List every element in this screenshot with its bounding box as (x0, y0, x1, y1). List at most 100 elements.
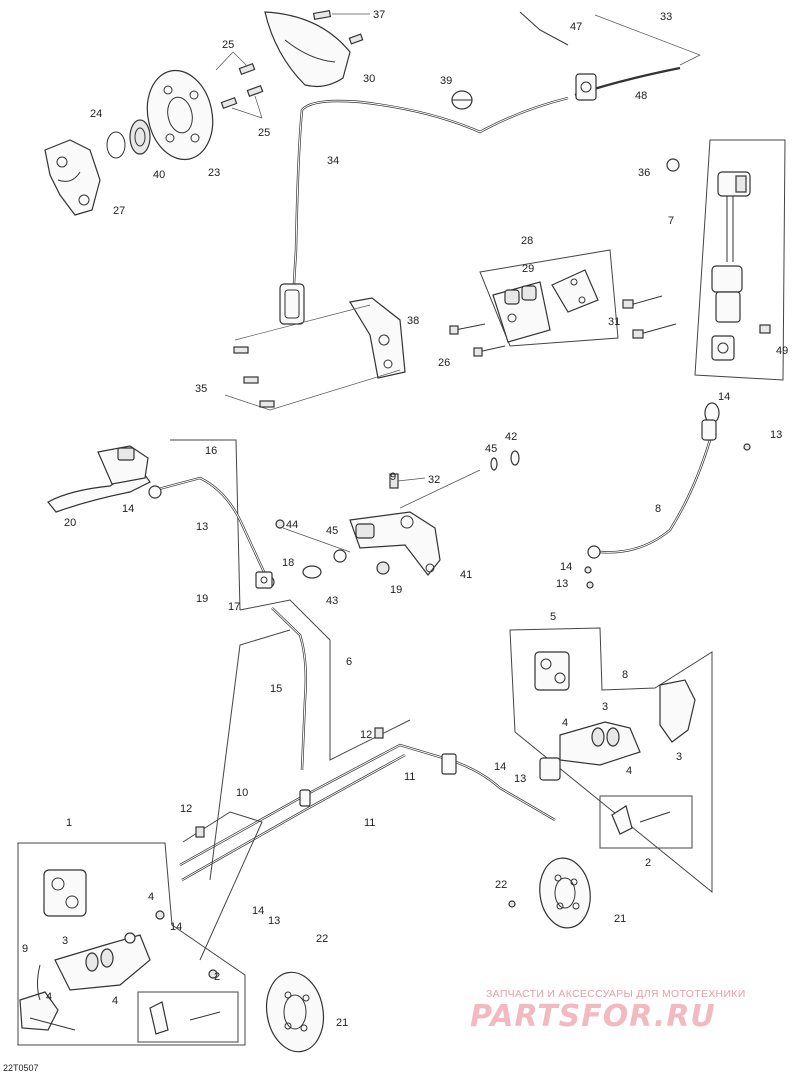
callout-19: 19 (390, 584, 402, 596)
callout-4: 4 (562, 717, 568, 729)
callout-23: 23 (208, 167, 220, 179)
line-frame-6 (239, 599, 411, 761)
callout-21: 21 (614, 913, 626, 925)
callout-35: 35 (195, 383, 207, 395)
brake-line-15-6 (271, 607, 307, 771)
callout-3: 3 (602, 701, 608, 713)
callout-4: 4 (112, 995, 118, 1007)
hose-fitting-48 (574, 66, 681, 101)
callout-45: 45 (326, 525, 338, 537)
cap-36 (666, 158, 680, 172)
callout-17: 17 (228, 601, 240, 613)
hub-disc-23 (146, 69, 214, 161)
bolts-31 (622, 295, 677, 339)
caliper-body-3 (539, 679, 696, 781)
bearing-40 (129, 119, 151, 155)
hose-9 (37, 964, 41, 1001)
callout-5: 5 (550, 611, 556, 623)
callout-4: 4 (148, 891, 154, 903)
leader-33 (594, 14, 701, 66)
callout-7: 7 (668, 215, 674, 227)
callout-25: 25 (222, 39, 234, 51)
seal-44-45 (275, 519, 390, 579)
callout-8: 8 (622, 669, 628, 681)
bolt-37 (312, 9, 370, 21)
callout-18: 18 (282, 557, 294, 569)
callout-19: 19 (196, 593, 208, 605)
callout-9: 9 (390, 471, 396, 483)
screws-35 (224, 304, 401, 411)
callout-13: 13 (514, 773, 526, 785)
callout-11: 11 (404, 771, 415, 783)
callout-14: 14 (122, 503, 134, 515)
callout-4: 4 (46, 991, 52, 1003)
brake-disc-21-left (265, 971, 325, 1053)
o-ring-24 (106, 131, 126, 159)
pads-frame-2-left (137, 991, 239, 1043)
bolt-49 (759, 324, 771, 334)
diagram-reference-code: 22T0507 (3, 1063, 39, 1073)
brake-hose-8 (584, 402, 751, 589)
callout-26: 26 (438, 357, 450, 369)
line-frame-10 (182, 629, 291, 961)
pads-29 (551, 269, 599, 313)
callout-32: 32 (428, 474, 440, 486)
line-47 (519, 11, 569, 46)
brake-line-10-11 (179, 743, 556, 882)
junction-17-18 (255, 571, 273, 589)
caliper-bracket-27 (44, 139, 101, 216)
callout-38: 38 (407, 315, 419, 327)
master-cylinder-body (711, 265, 743, 361)
callout-12: 12 (360, 729, 372, 741)
callout-13: 13 (268, 915, 280, 927)
caliper-body-left (19, 910, 218, 1031)
master-cylinder-frame (694, 139, 786, 381)
watermark-tagline: ЗАПЧАСТИ И АКСЕССУАРЫ ДЛЯ МОТОТЕХНИКИ (486, 988, 746, 1000)
caliper-5 (534, 651, 570, 691)
reservoir-7 (717, 171, 751, 262)
callout-16: 16 (205, 445, 217, 457)
hose-frame-16 (170, 439, 241, 611)
washers-42-45 (399, 450, 520, 509)
callout-6: 6 (346, 656, 352, 668)
callout-12: 12 (180, 803, 192, 815)
callout-27: 27 (113, 205, 125, 217)
brake-line-34 (279, 96, 569, 325)
pads-frame-2 (599, 795, 693, 849)
callout-34: 34 (327, 155, 339, 167)
callout-48: 48 (635, 90, 647, 102)
callout-13: 13 (196, 521, 208, 533)
bracket-38 (349, 297, 406, 379)
watermark-logo: PARTSFOR.RU (470, 999, 716, 1034)
callout-44: 44 (286, 519, 298, 531)
bolt-12 (195, 727, 384, 838)
callout-45: 45 (485, 443, 497, 455)
callout-14: 14 (252, 905, 264, 917)
callout-14: 14 (560, 561, 572, 573)
callout-4: 4 (626, 765, 632, 777)
clamp-39 (451, 90, 473, 110)
callout-40: 40 (153, 169, 165, 181)
hand-lever-20 (47, 445, 151, 513)
caliper-bracket-41 (349, 511, 441, 576)
brake-disc-21-right (508, 857, 591, 929)
brake-hose-16 (148, 476, 275, 589)
callout-9: 9 (22, 943, 28, 955)
callout-20: 20 (64, 517, 76, 529)
callout-23: 22 (316, 933, 328, 945)
callout-8: 8 (655, 503, 661, 515)
callout-30: 30 (363, 73, 375, 85)
callout-13: 13 (770, 429, 782, 441)
callout-29: 29 (522, 263, 534, 275)
callout-numbers: 37 30 25 25 24 40 23 27 34 39 47 33 48 3… (22, 9, 788, 1029)
callout-1: 1 (66, 817, 72, 829)
callout-13: 13 (556, 578, 568, 590)
rear-caliper-28 (492, 281, 551, 343)
callout-2: 2 (214, 971, 220, 983)
callout-36: 36 (638, 167, 650, 179)
callout-31: 31 (608, 316, 620, 328)
callout-25: 25 (258, 127, 270, 139)
callout-24: 24 (90, 108, 102, 120)
callout-15: 15 (270, 683, 282, 695)
callout-43: 43 (326, 595, 338, 607)
